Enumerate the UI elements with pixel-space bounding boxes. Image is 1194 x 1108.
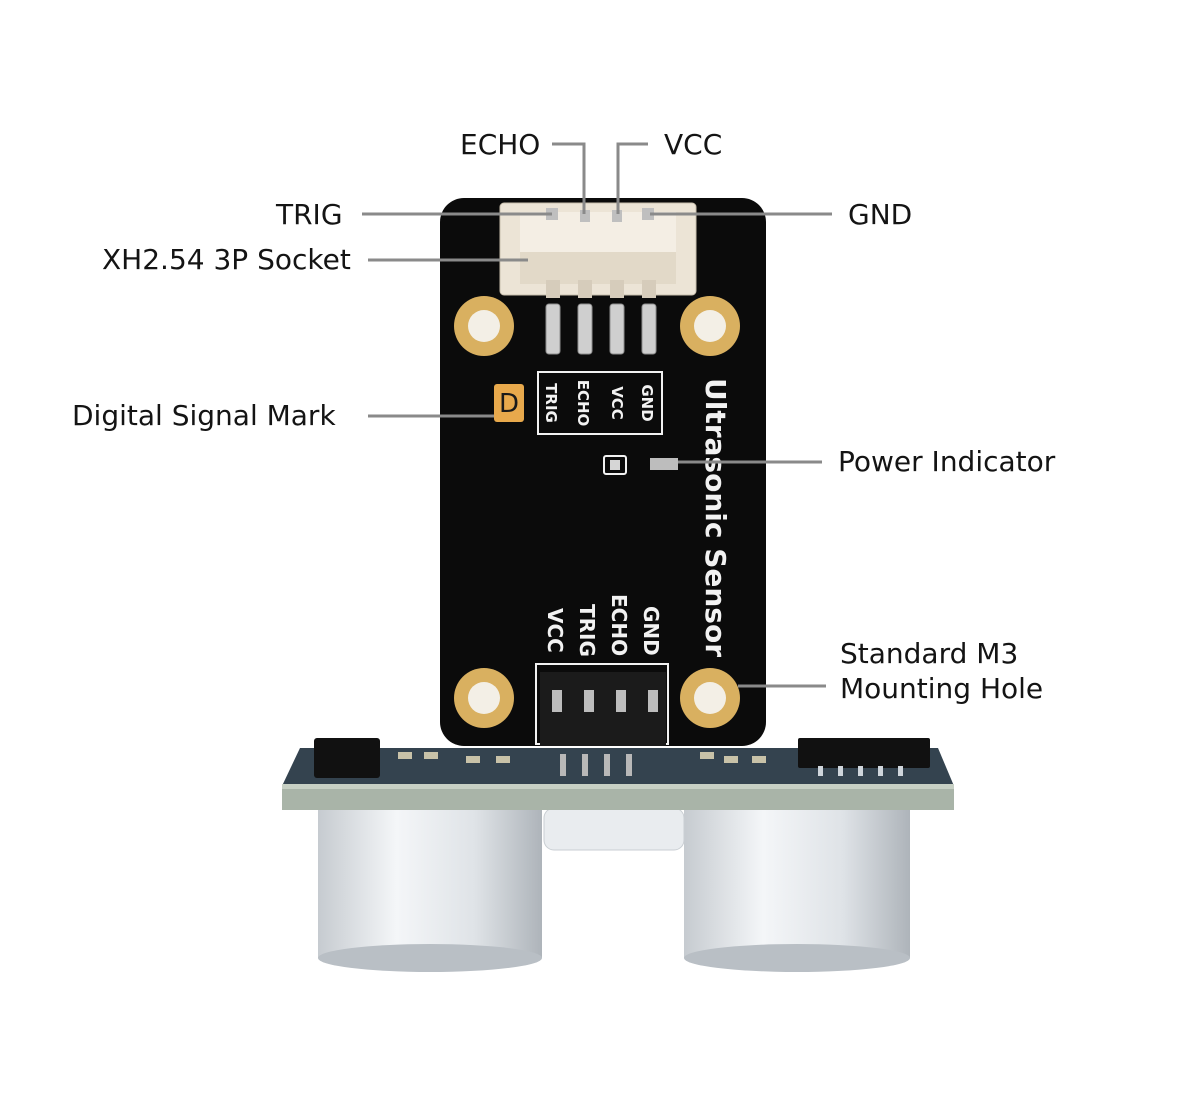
digital-mark-badge xyxy=(494,384,524,422)
xh-socket xyxy=(499,202,697,355)
mounting-hole-top-right xyxy=(680,296,740,356)
top-pin-labels: TRIG ECHO VCC GND xyxy=(542,380,656,427)
mounting-hole-bottom-right xyxy=(680,668,740,728)
top-pin-vcc: VCC xyxy=(608,386,626,420)
callout-echo: ECHO xyxy=(460,128,541,161)
mounting-hole-top-left xyxy=(454,296,514,356)
bottom-pin-labels: VCC TRIG ECHO GND xyxy=(543,594,663,657)
callout-power-indicator: Power Indicator xyxy=(838,445,1056,478)
transducer-left xyxy=(318,808,542,972)
callout-mount-line2: Mounting Hole xyxy=(840,672,1044,705)
top-pin-gnd: GND xyxy=(638,384,656,421)
callout-gnd: GND xyxy=(848,198,913,231)
chip-left xyxy=(314,738,380,778)
bottom-pin-echo: ECHO xyxy=(607,594,631,656)
module-pcb xyxy=(282,738,954,810)
callout-vcc: VCC xyxy=(664,128,723,161)
leader-echo xyxy=(552,142,586,214)
transducer-right xyxy=(684,808,910,972)
callout-trig: TRIG xyxy=(276,198,343,231)
top-pin-trig: TRIG xyxy=(542,383,560,423)
sensor-board: D TRIG ECHO VCC GND Ultrasonic Sensor VC… xyxy=(440,198,766,746)
board-title: Ultrasonic Sensor xyxy=(699,378,732,657)
leader-lines xyxy=(362,142,832,688)
chip-right xyxy=(798,738,930,768)
bottom-pin-trig: TRIG xyxy=(575,604,599,657)
leader-vcc xyxy=(616,142,648,214)
crystal-oscillator xyxy=(543,807,685,851)
callout-mount-line1: Standard M3 xyxy=(840,637,1019,670)
callout-digital-mark: Digital Signal Mark xyxy=(72,399,336,432)
power-led xyxy=(603,455,627,475)
top-pin-echo: ECHO xyxy=(574,380,592,427)
mounting-hole-bottom-left xyxy=(454,668,514,728)
power-led-resistor xyxy=(650,458,678,470)
digital-mark-letter: D xyxy=(499,389,519,419)
bottom-pin-gnd: GND xyxy=(639,606,663,656)
top-pin-label-box xyxy=(537,371,663,435)
callout-socket: XH2.54 3P Socket xyxy=(102,243,351,276)
bottom-pin-vcc: VCC xyxy=(543,608,567,653)
